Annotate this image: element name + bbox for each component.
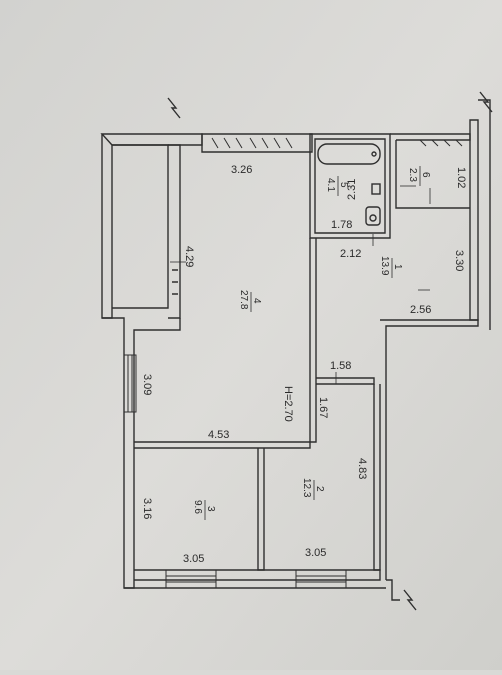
bathtub-outline — [317, 143, 381, 165]
dim-bath-height: 2.31 — [346, 179, 358, 200]
break-mark-top-left — [167, 97, 181, 119]
dim-bath-width: 1.78 — [331, 219, 352, 231]
window-top — [211, 137, 293, 149]
room-5-number: 5 — [338, 182, 349, 188]
room-2-number: 2 — [314, 486, 325, 492]
dim-living-top-width: 3.26 — [231, 164, 252, 176]
room-6-area: 2.3 — [407, 168, 418, 182]
room-4-area: 27.8 — [238, 290, 249, 310]
window-left — [124, 354, 137, 413]
room-3-area: 9.6 — [192, 500, 203, 514]
dim-living-left-height: 4.29 — [183, 246, 195, 267]
dim-corridor-top: 2.12 — [340, 248, 361, 260]
dim-corridor-right: 3.30 — [453, 250, 465, 271]
room-1-area: 13.9 — [379, 256, 390, 276]
break-mark-top-right — [479, 91, 493, 113]
dim-loggia-left-height: 3.09 — [141, 374, 153, 395]
room-1-label: 1 13.9 — [379, 256, 403, 278]
dim-bedroom2-width: 3.05 — [305, 547, 326, 559]
room-3-label: 3 9.6 — [192, 500, 216, 520]
dim-wc-width: 1.02 — [455, 167, 467, 188]
dim-living-bottom-width: 4.53 — [208, 429, 229, 441]
room-2-area: 12.3 — [301, 478, 312, 498]
dim-bedroom3-height: 3.16 — [141, 498, 153, 519]
room-5-label: 5 4.1 — [325, 176, 349, 196]
room-6-label: 6 2.3 — [407, 166, 431, 186]
room-5-area: 4.1 — [325, 178, 336, 192]
dimension-ticks — [170, 185, 431, 384]
room-3-number: 3 — [205, 506, 216, 512]
dim-passage-width: 1.58 — [330, 360, 351, 372]
room-2-label: 2 12.3 — [301, 478, 325, 500]
dimension-labels: 3.26 4.29 3.09 4.53 1.78 2.31 1.02 2.12 … — [141, 164, 467, 565]
room-6-number: 6 — [420, 172, 431, 178]
height-label: H=2.70 — [282, 386, 294, 422]
room-labels: 1 13.9 2 12.3 3 9.6 4 27.8 5 4.1 — [192, 166, 431, 520]
break-mark-bottom — [403, 589, 417, 611]
sink-outline — [371, 183, 381, 195]
walls — [100, 91, 493, 611]
dim-passage-height: 1.67 — [317, 397, 329, 418]
room-1-number: 1 — [392, 264, 403, 270]
toilet-outline — [365, 206, 381, 226]
room-4-number: 4 — [251, 298, 262, 304]
dim-bedroom3-width: 3.05 — [183, 553, 204, 565]
dim-bedroom2-height: 4.83 — [356, 458, 368, 479]
window-bottom — [165, 570, 347, 588]
bathtub-drain — [371, 151, 377, 157]
dim-corridor-mid: 2.56 — [410, 304, 431, 316]
vent-marks — [419, 139, 463, 147]
room-4-label: 4 27.8 — [238, 290, 262, 312]
